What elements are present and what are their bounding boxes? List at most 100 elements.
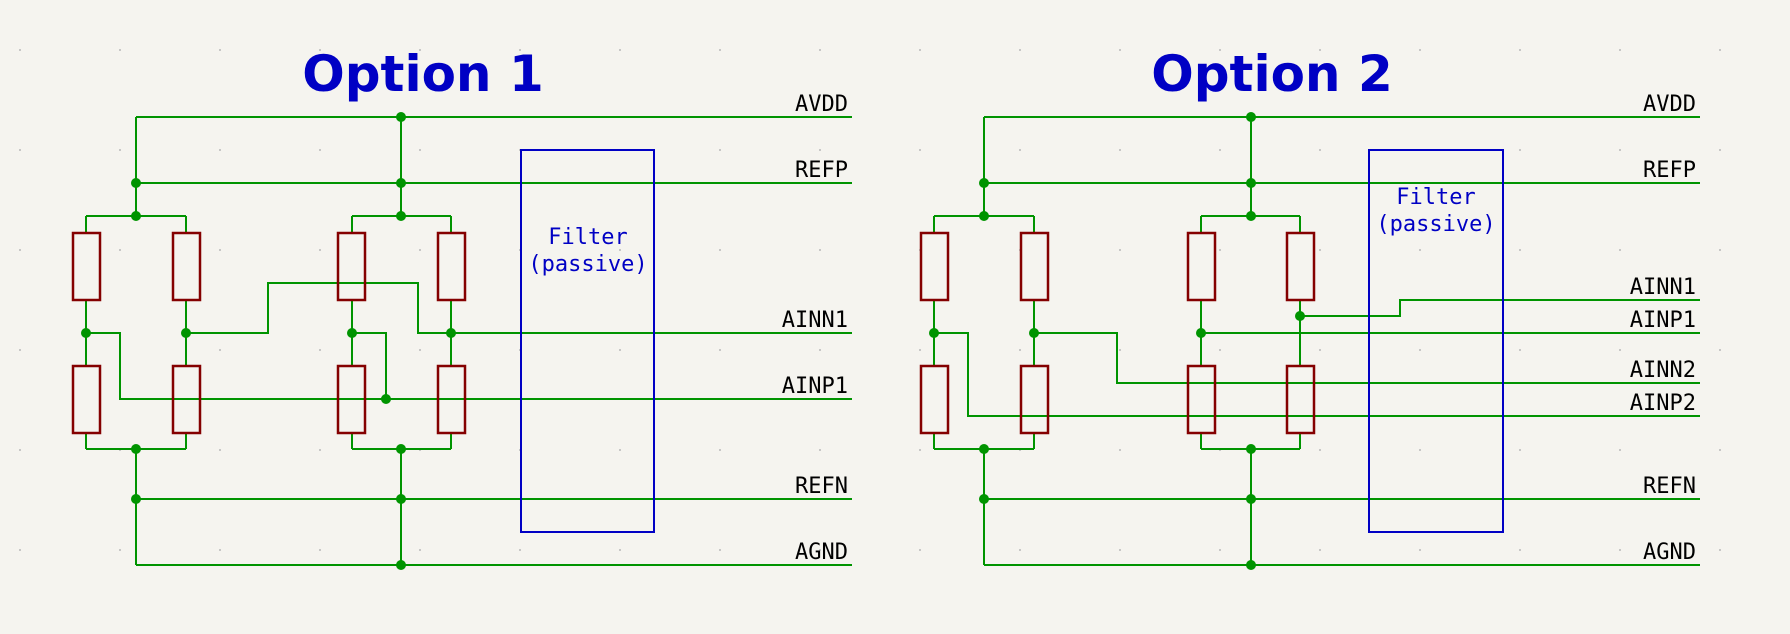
resistor[interactable] — [919, 231, 950, 302]
resistor[interactable] — [1019, 231, 1050, 302]
filter-box[interactable] — [1368, 149, 1504, 533]
grid-dot — [619, 249, 621, 251]
grid-dot — [119, 249, 121, 251]
grid-dot — [1419, 549, 1421, 551]
grid-dot — [519, 549, 521, 551]
grid-dot — [419, 349, 421, 351]
resistor[interactable] — [1285, 231, 1316, 302]
option-2-title: Option 2 — [1151, 45, 1392, 103]
grid-dot — [1319, 449, 1321, 451]
option-1-filter-block[interactable]: Filter (passive) — [520, 149, 655, 533]
grid-dot — [1719, 149, 1721, 151]
grid-dot — [419, 549, 421, 551]
grid-dot — [1319, 549, 1321, 551]
resistor[interactable] — [436, 364, 467, 435]
option-2-junctions — [929, 112, 1305, 570]
resistor[interactable] — [171, 364, 202, 435]
grid-dot — [1219, 149, 1221, 151]
resistor[interactable] — [71, 364, 102, 435]
grid-dot — [1619, 349, 1621, 351]
net-label-ainp1: AINP1 — [1630, 308, 1696, 333]
grid-dot — [219, 549, 221, 551]
grid-dot — [19, 349, 21, 351]
resistor[interactable] — [1186, 231, 1217, 302]
option-2-resistors — [919, 231, 1316, 435]
grid-dot — [1719, 549, 1721, 551]
resistor[interactable] — [336, 364, 367, 435]
grid-dot — [1719, 49, 1721, 51]
resistor[interactable] — [1019, 364, 1050, 435]
grid-dot — [19, 149, 21, 151]
grid-dot — [1719, 449, 1721, 451]
grid-dot — [419, 249, 421, 251]
filter-label-line-1: Filter — [1396, 185, 1475, 210]
grid-dot — [1719, 249, 1721, 251]
filter-box[interactable] — [520, 149, 655, 533]
grid-dot — [1719, 349, 1721, 351]
grid-dot — [819, 549, 821, 551]
grid-dot — [719, 249, 721, 251]
grid-dot — [1419, 349, 1421, 351]
grid-dot — [1519, 249, 1521, 251]
grid-dot — [1319, 349, 1321, 351]
grid-dot — [119, 49, 121, 51]
resistor[interactable] — [71, 231, 102, 302]
grid-dot — [919, 549, 921, 551]
grid-dot — [219, 149, 221, 151]
grid-dot — [1119, 249, 1121, 251]
net-label-refn: REFN — [795, 474, 848, 499]
grid-dot — [819, 49, 821, 51]
grid-dot — [19, 449, 21, 451]
resistor[interactable] — [336, 231, 367, 302]
option-2-net-labels: AVDD REFP AINN1 AINP1 AINN2 AINP2 REFN A… — [1630, 92, 1696, 565]
grid-dot — [919, 49, 921, 51]
net-label-refp: REFP — [795, 158, 848, 183]
grid-dot — [819, 449, 821, 451]
grid-dot — [519, 49, 521, 51]
grid-dot — [719, 349, 721, 351]
resistor[interactable] — [1186, 364, 1217, 435]
resistor[interactable] — [171, 231, 202, 302]
grid-dot — [1519, 149, 1521, 151]
option-2-schematic: Option 2 — [919, 45, 1700, 570]
net-label-avdd: AVDD — [1643, 92, 1696, 117]
grid-dot — [619, 549, 621, 551]
net-label-refn: REFN — [1643, 474, 1696, 499]
grid-dot — [1619, 49, 1621, 51]
grid-dot — [719, 49, 721, 51]
grid-dot — [1019, 149, 1021, 151]
option-1-wires — [85, 116, 852, 566]
grid-dot — [919, 149, 921, 151]
net-label-ainn1: AINN1 — [782, 308, 848, 333]
resistor[interactable] — [919, 364, 950, 435]
grid-dot — [319, 449, 321, 451]
grid-dot — [1519, 549, 1521, 551]
grid-dot — [1319, 249, 1321, 251]
grid-dot — [1019, 349, 1021, 351]
option-2-wires — [933, 116, 1700, 566]
option-1-title: Option 1 — [302, 45, 543, 103]
grid-dot — [1619, 449, 1621, 451]
option-1-schematic: Option 1 — [71, 45, 852, 570]
resistor[interactable] — [436, 231, 467, 302]
net-label-ainp1: AINP1 — [782, 374, 848, 399]
grid-dot — [219, 349, 221, 351]
grid-dot — [1319, 49, 1321, 51]
grid-dot — [619, 49, 621, 51]
grid-dot — [1119, 349, 1121, 351]
grid-dot — [1619, 549, 1621, 551]
grid-dot — [719, 149, 721, 151]
grid-dot — [1219, 49, 1221, 51]
grid-dot — [1619, 149, 1621, 151]
filter-label-line-2: (passive) — [528, 252, 647, 277]
sheet-grid — [19, 49, 1721, 551]
grid-dot — [819, 249, 821, 251]
option-2-filter-block[interactable]: Filter (passive) — [1368, 149, 1504, 533]
net-label-agnd: AGND — [1643, 540, 1696, 565]
grid-dot — [319, 49, 321, 51]
grid-dot — [719, 449, 721, 451]
resistor[interactable] — [1285, 364, 1316, 435]
grid-dot — [319, 149, 321, 151]
filter-label-line-1: Filter — [548, 225, 627, 250]
